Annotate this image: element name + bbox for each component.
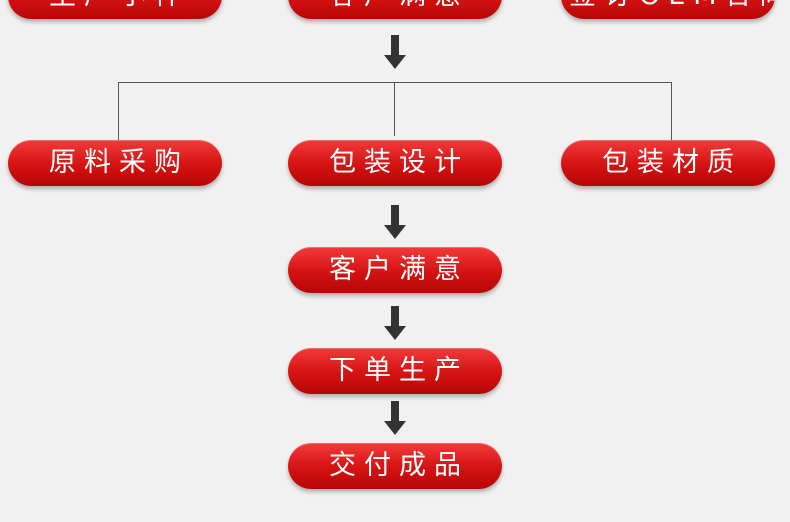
branch-connector-right [671,82,672,142]
node-customer-satisfied-top: 客户满意 [288,0,502,19]
node-place-order-production: 下单生产 [288,348,502,394]
node-sign-oem-contract: 签订OEM合同 [561,0,775,19]
node-deliver-finished-product: 交付成品 [288,443,502,489]
node-raw-material-purchase: 原料采购 [8,140,222,186]
node-sample-production: 生产小样 [8,0,222,19]
down-arrow-icon [384,35,406,69]
branch-connector-horizontal [118,82,672,83]
branch-connector-left [118,82,119,142]
down-arrow-icon [384,205,406,239]
branch-connector-center [394,82,395,136]
node-packaging-material: 包装材质 [561,140,775,186]
down-arrow-icon [384,306,406,340]
down-arrow-icon [384,401,406,435]
node-packaging-design: 包装设计 [288,140,502,186]
node-customer-satisfied: 客户满意 [288,247,502,293]
